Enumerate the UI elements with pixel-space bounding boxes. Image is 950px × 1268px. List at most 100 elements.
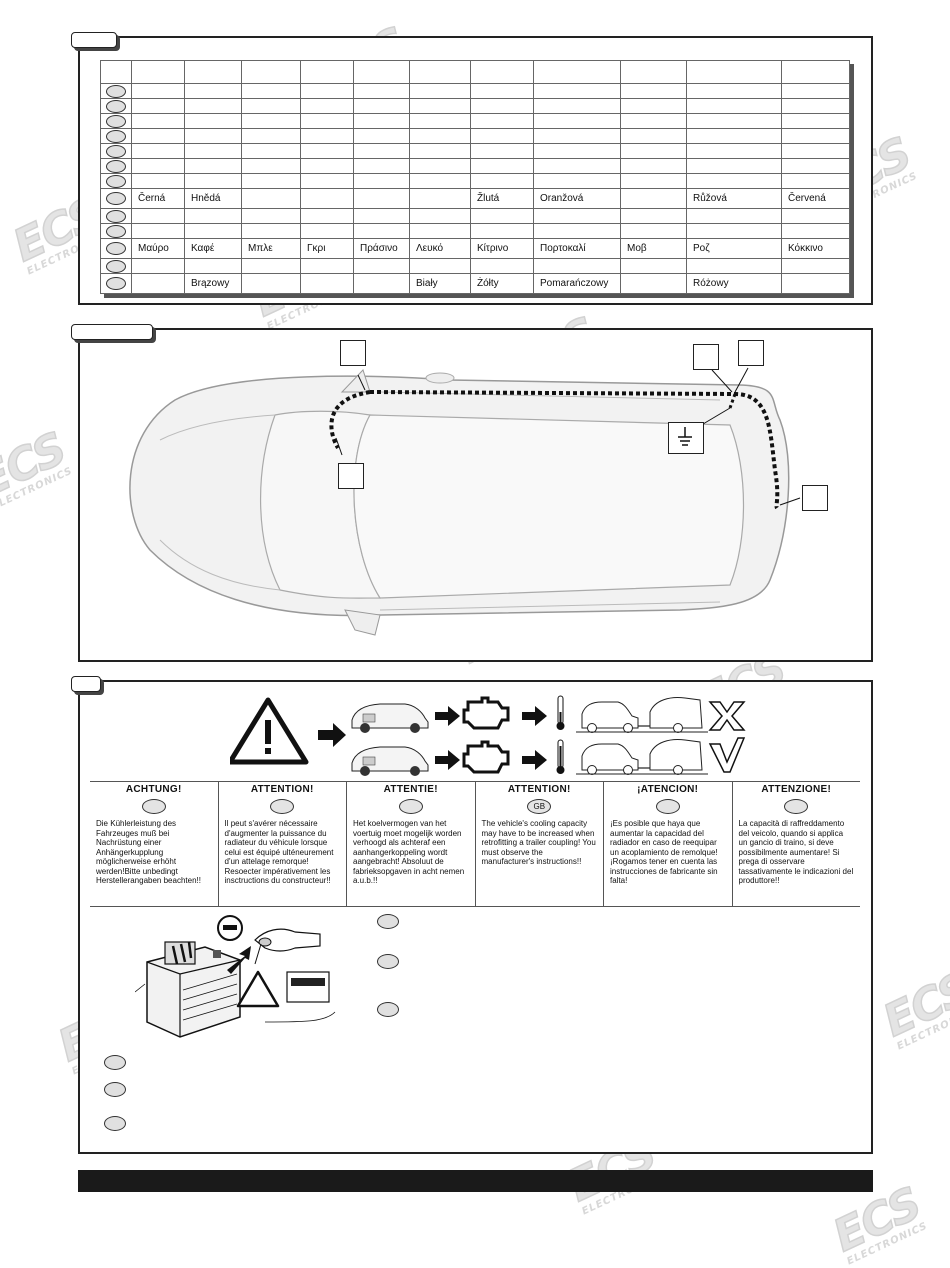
table-cell: [241, 273, 301, 294]
leader-line: [357, 374, 366, 391]
table-cell: [470, 60, 534, 84]
ground-point-box: [668, 422, 704, 454]
ground-icon: [678, 427, 692, 446]
table-cell: Μπλε: [241, 238, 301, 259]
row-oval: [100, 258, 132, 274]
arrow-up-icon: [227, 946, 251, 974]
row-oval: [100, 208, 132, 224]
car-icon: [351, 703, 429, 733]
warning-title: ¡ATENCION!: [637, 784, 699, 795]
arrow-right-icon: [522, 706, 547, 726]
table-cell: [241, 60, 301, 84]
table-cell: Růžová: [686, 188, 782, 209]
oval-marker: [106, 159, 126, 173]
warning-title: ATTENTION!: [250, 784, 314, 795]
check-mark-icon: [708, 737, 746, 773]
watermark-logo: ECS: [825, 1177, 929, 1263]
oval-marker: [106, 84, 126, 98]
table-cell: [409, 188, 471, 209]
warning-column-it: ATTENZIONE! La capacità di raffreddament…: [733, 782, 861, 906]
warning-title: ACHTUNG!: [125, 784, 182, 795]
row-oval: [100, 113, 132, 129]
arrow-right-icon: [435, 706, 460, 726]
table-cell: Μοβ: [620, 238, 687, 259]
row-oval: [100, 188, 132, 209]
table-cell: [131, 273, 185, 294]
warning-column-nl: ATTENTIE! Het koelvermogen van het voert…: [347, 782, 476, 906]
thermometer-icon: [556, 739, 565, 774]
watermark-logo: ECS: [875, 962, 950, 1048]
warning-triangle-icon: [230, 697, 309, 765]
table-cell: Ροζ: [686, 238, 782, 259]
row-oval: [100, 143, 132, 159]
position-label-box: [340, 340, 366, 366]
table-cell: Červená: [781, 188, 850, 209]
row-oval: [100, 98, 132, 114]
table-cell: [300, 60, 354, 84]
warning-column-de: ACHTUNG! Die Kühlerleistung des Fahrzeug…: [90, 782, 219, 906]
step-bullet: [377, 914, 399, 929]
row-oval: [100, 273, 132, 294]
table-cell: [620, 188, 687, 209]
table-cell: [533, 60, 621, 84]
multilingual-warning-row: ACHTUNG! Die Kühlerleistung des Fahrzeug…: [90, 781, 860, 907]
car-hood-line: [159, 414, 276, 441]
wire-color-table: Černá Hnědá Žlutá Oranžová Růžová Červen…: [100, 60, 850, 294]
leader-line: [711, 369, 733, 393]
table-cell: [620, 273, 687, 294]
table-cell: [781, 60, 850, 84]
watermark-subtitle: ELECTRONICS: [0, 465, 75, 513]
car-top-view-diagram: [129, 367, 801, 636]
oval-marker: [106, 242, 126, 255]
warning-title: ATTENTIE!: [383, 784, 438, 795]
warning-column-es: ¡ATENCION! ¡Es posible que haya que aume…: [604, 782, 733, 906]
warning-title: ATTENTION!: [507, 784, 571, 795]
engine-icon: [462, 696, 510, 730]
warning-text: The vehicle's cooling capacity may have …: [481, 819, 596, 866]
row-oval: [100, 238, 132, 259]
section-tab-3: [71, 676, 101, 692]
oval-marker: [106, 99, 126, 113]
table-cell: Żółty: [470, 273, 534, 294]
oval-marker: [106, 259, 126, 273]
language-oval: [655, 799, 680, 814]
table-cell: Κίτρινο: [470, 238, 534, 259]
arrow-right-icon: [522, 750, 547, 770]
language-oval: [141, 799, 166, 814]
table-row: [100, 143, 850, 159]
row-oval: [100, 223, 132, 239]
car-icon: [351, 746, 429, 776]
table-cell: Žlutá: [470, 188, 534, 209]
table-cell: Πορτοκαλί: [533, 238, 621, 259]
oval-marker: [106, 129, 126, 143]
row-oval: [100, 83, 132, 99]
warning-title: ATTENZIONE!: [761, 784, 832, 795]
table-cell: [686, 60, 782, 84]
warning-column-fr: ATTENTION! Il peut s'avérer nécessaire d…: [219, 782, 347, 906]
table-cell: Μαύρο: [131, 238, 185, 259]
table-cell: Biały: [409, 273, 471, 294]
table-cell: Λευκό: [409, 238, 471, 259]
oval-marker: [106, 224, 126, 238]
language-oval: [398, 799, 423, 814]
position-label-box: [693, 344, 719, 370]
row-oval: [100, 158, 132, 174]
wiring-route-path: [329, 390, 780, 510]
table-cell: Hnědá: [184, 188, 242, 209]
language-oval: [270, 799, 295, 814]
table-row-czech: Černá Hnědá Žlutá Oranžová Růžová Červen…: [100, 188, 850, 209]
table-cell: [184, 60, 242, 84]
oval-marker: [106, 277, 126, 290]
section-tab-1: [71, 32, 117, 48]
section-tab-2: [71, 324, 153, 340]
table-row: [100, 83, 850, 99]
table-cell: Różowy: [686, 273, 782, 294]
table-cell: Γκρι: [300, 238, 354, 259]
warning-text: La capacità di raffreddamento del veicol…: [738, 819, 854, 885]
position-label-box: [802, 485, 828, 511]
table-row: [100, 158, 850, 174]
row-oval: [100, 173, 132, 189]
